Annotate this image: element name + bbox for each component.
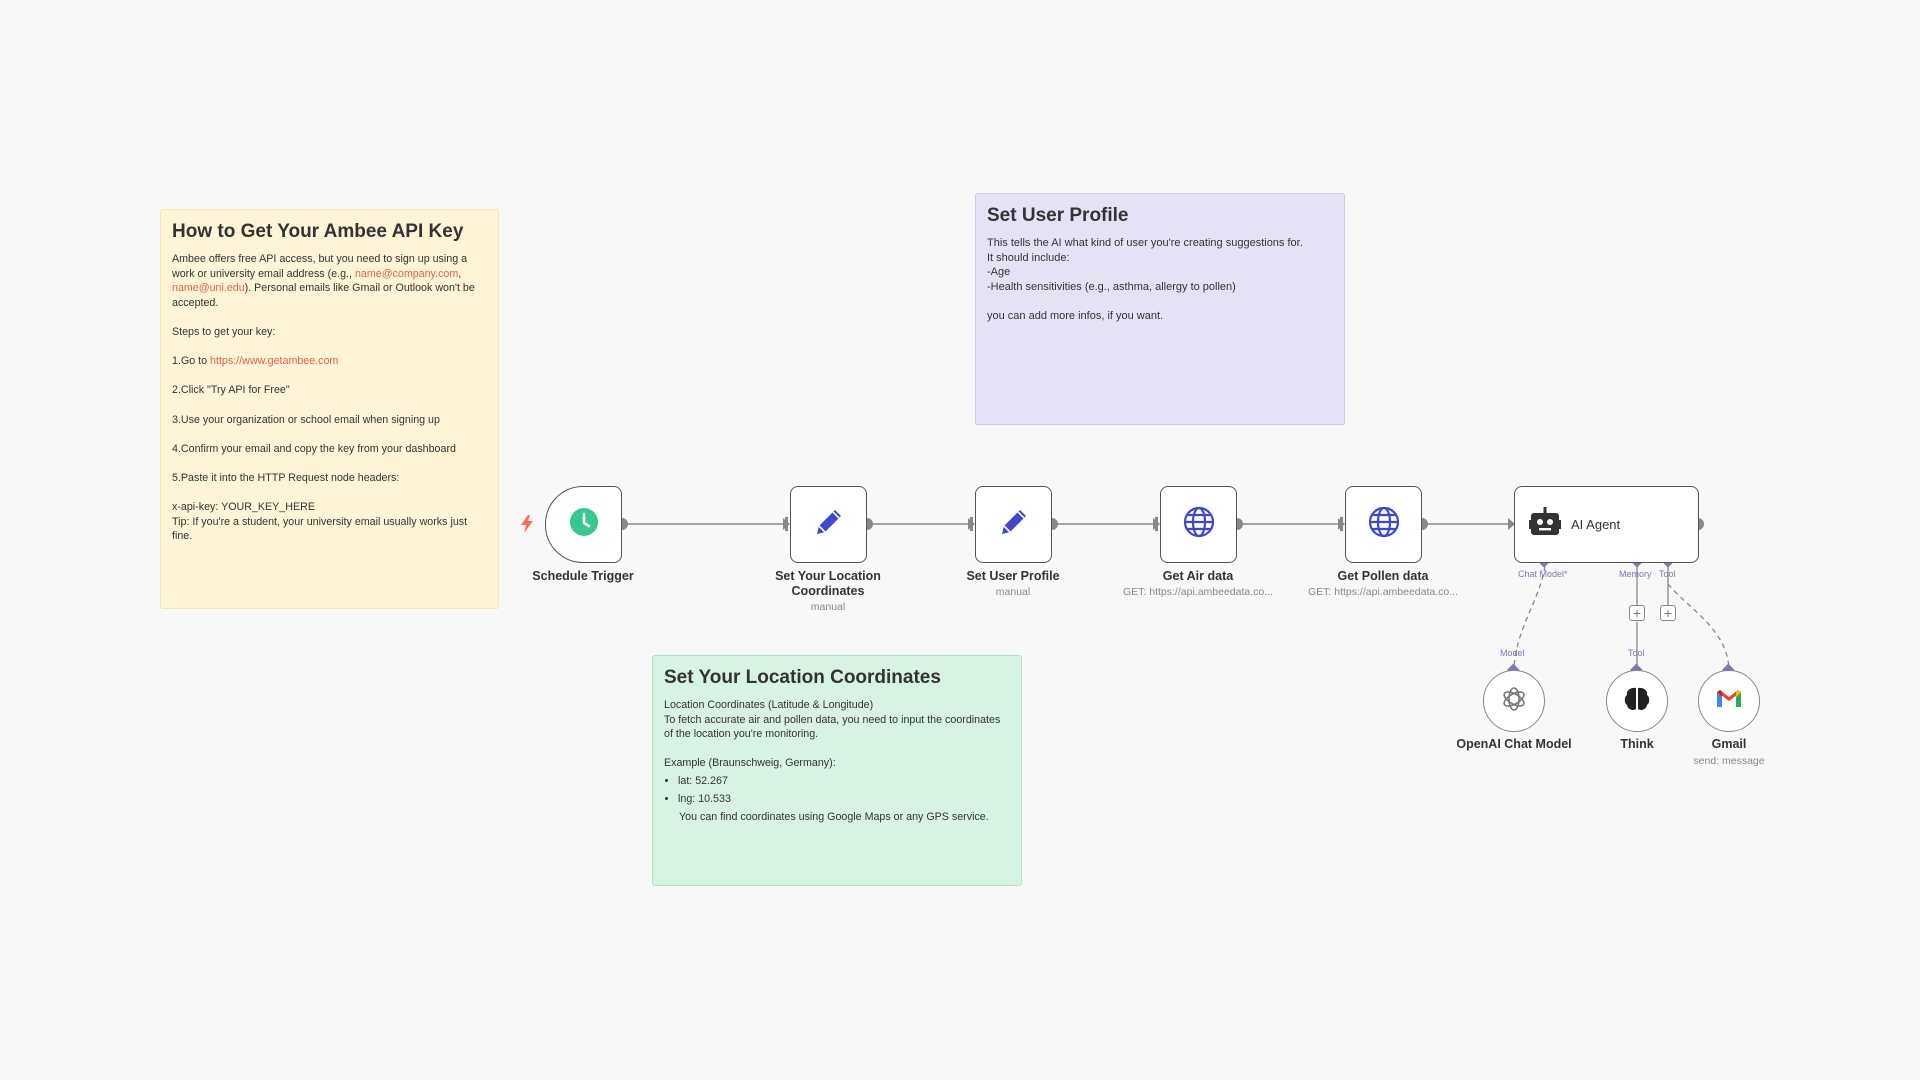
- node-label: Set Your Location Coordinates: [775, 569, 881, 598]
- note-step-1: 1.Go to https://www.getambee.com: [172, 355, 339, 368]
- add-memory-button[interactable]: +: [1629, 605, 1645, 621]
- note-line: -Health sensitivities (e.g., asthma, all…: [987, 280, 1236, 293]
- email-example-link[interactable]: name@company.com: [354, 267, 459, 280]
- node-label: Get Pollen data: [1337, 569, 1429, 583]
- node-label: Think: [1620, 737, 1654, 751]
- note-step-4: 4.Confirm your email and copy the key fr…: [172, 442, 456, 455]
- port-label-tool: Tool: [1659, 569, 1676, 579]
- node-set-user-profile[interactable]: [975, 486, 1052, 563]
- note-line: It should include:: [987, 251, 1070, 264]
- brain-icon: [1623, 686, 1651, 717]
- sticky-note-user-profile[interactable]: Set User Profile This tells the AI what …: [975, 193, 1345, 425]
- pencil-icon: [812, 505, 846, 544]
- note-tip: Tip: If you're a student, your universit…: [172, 515, 468, 543]
- clock-icon: [569, 507, 599, 542]
- node-subtitle: manual: [810, 601, 846, 613]
- node-label: Schedule Trigger: [532, 569, 634, 583]
- node-label: AI Agent: [1571, 517, 1621, 532]
- note-title: Set User Profile: [987, 205, 1129, 226]
- getambee-link[interactable]: https://www.getambee.com: [210, 355, 339, 368]
- note-step-3: 3.Use your organization or school email …: [172, 413, 440, 426]
- note-line: Location Coordinates (Latitude & Longitu…: [664, 699, 874, 711]
- note-step-5: 5.Paste it into the HTTP Request node he…: [172, 471, 400, 484]
- node-get-pollen-data[interactable]: [1345, 486, 1422, 563]
- port-label-tool: Tool: [1628, 648, 1645, 658]
- node-openai-chat-model[interactable]: [1483, 670, 1545, 732]
- sticky-note-api-key[interactable]: How to Get Your Ambee API Key Ambee offe…: [160, 209, 499, 609]
- node-label: Get Air data: [1162, 569, 1234, 583]
- node-subtitle: GET: https://api.ambeedata.co...: [1123, 586, 1273, 598]
- add-tool-button[interactable]: +: [1660, 605, 1676, 621]
- gmail-icon: [1716, 689, 1742, 714]
- node-ai-agent[interactable]: AI Agent: [1514, 486, 1699, 563]
- note-line: you can add more infos, if you want.: [987, 309, 1164, 322]
- port-label-memory: Memory: [1619, 569, 1652, 579]
- note-title: How to Get Your Ambee API Key: [172, 221, 464, 242]
- node-gmail[interactable]: [1698, 670, 1760, 732]
- node-schedule-trigger[interactable]: [545, 486, 622, 563]
- email-example-link-2[interactable]: name@uni.edu: [172, 282, 245, 295]
- note-line: Example (Braunschweig, Germany):: [664, 757, 836, 770]
- note-steps-heading: Steps to get your key:: [172, 325, 276, 338]
- node-subtitle: GET: https://api.ambeedata.co...: [1308, 586, 1458, 598]
- coordinates-list: lat: 52.267 lng: 10.533: [664, 774, 1010, 806]
- note-line: You can find coordinates using Google Ma…: [679, 811, 989, 824]
- node-label: Set User Profile: [966, 569, 1060, 583]
- node-think[interactable]: [1606, 670, 1668, 732]
- note-intro: Ambee offers free API access, but you ne…: [172, 253, 475, 309]
- globe-icon: [1182, 505, 1216, 544]
- list-item: lat: 52.267: [678, 774, 1010, 789]
- port-label-chat-model: Chat Model*: [1518, 569, 1568, 579]
- trigger-bolt-icon: [521, 515, 533, 538]
- note-title: Set Your Location Coordinates: [664, 667, 941, 688]
- node-subtitle: send: message: [1693, 755, 1765, 767]
- sticky-note-location[interactable]: Set Your Location Coordinates Location C…: [652, 655, 1022, 886]
- connection-agent-gmail: [1667, 583, 1730, 671]
- node-set-location[interactable]: [790, 486, 867, 563]
- note-line: -Age: [987, 266, 1011, 279]
- node-subtitle: manual: [995, 586, 1031, 598]
- openai-icon: [1500, 685, 1528, 718]
- list-item: lng: 10.533: [678, 792, 1010, 807]
- port-label-model: Model: [1500, 648, 1525, 658]
- note-line: This tells the AI what kind of user you'…: [987, 237, 1303, 249]
- node-label: Gmail: [1711, 737, 1747, 751]
- note-header-example: x-api-key: YOUR_KEY_HERE: [172, 501, 315, 514]
- note-step-2: 2.Click "Try API for Free": [172, 384, 290, 397]
- pencil-icon: [997, 505, 1031, 544]
- node-label: OpenAI Chat Model: [1456, 737, 1572, 751]
- note-line: To fetch accurate air and pollen data, y…: [664, 713, 1001, 741]
- robot-icon: [1529, 507, 1561, 542]
- globe-icon: [1367, 505, 1401, 544]
- node-get-air-data[interactable]: [1160, 486, 1237, 563]
